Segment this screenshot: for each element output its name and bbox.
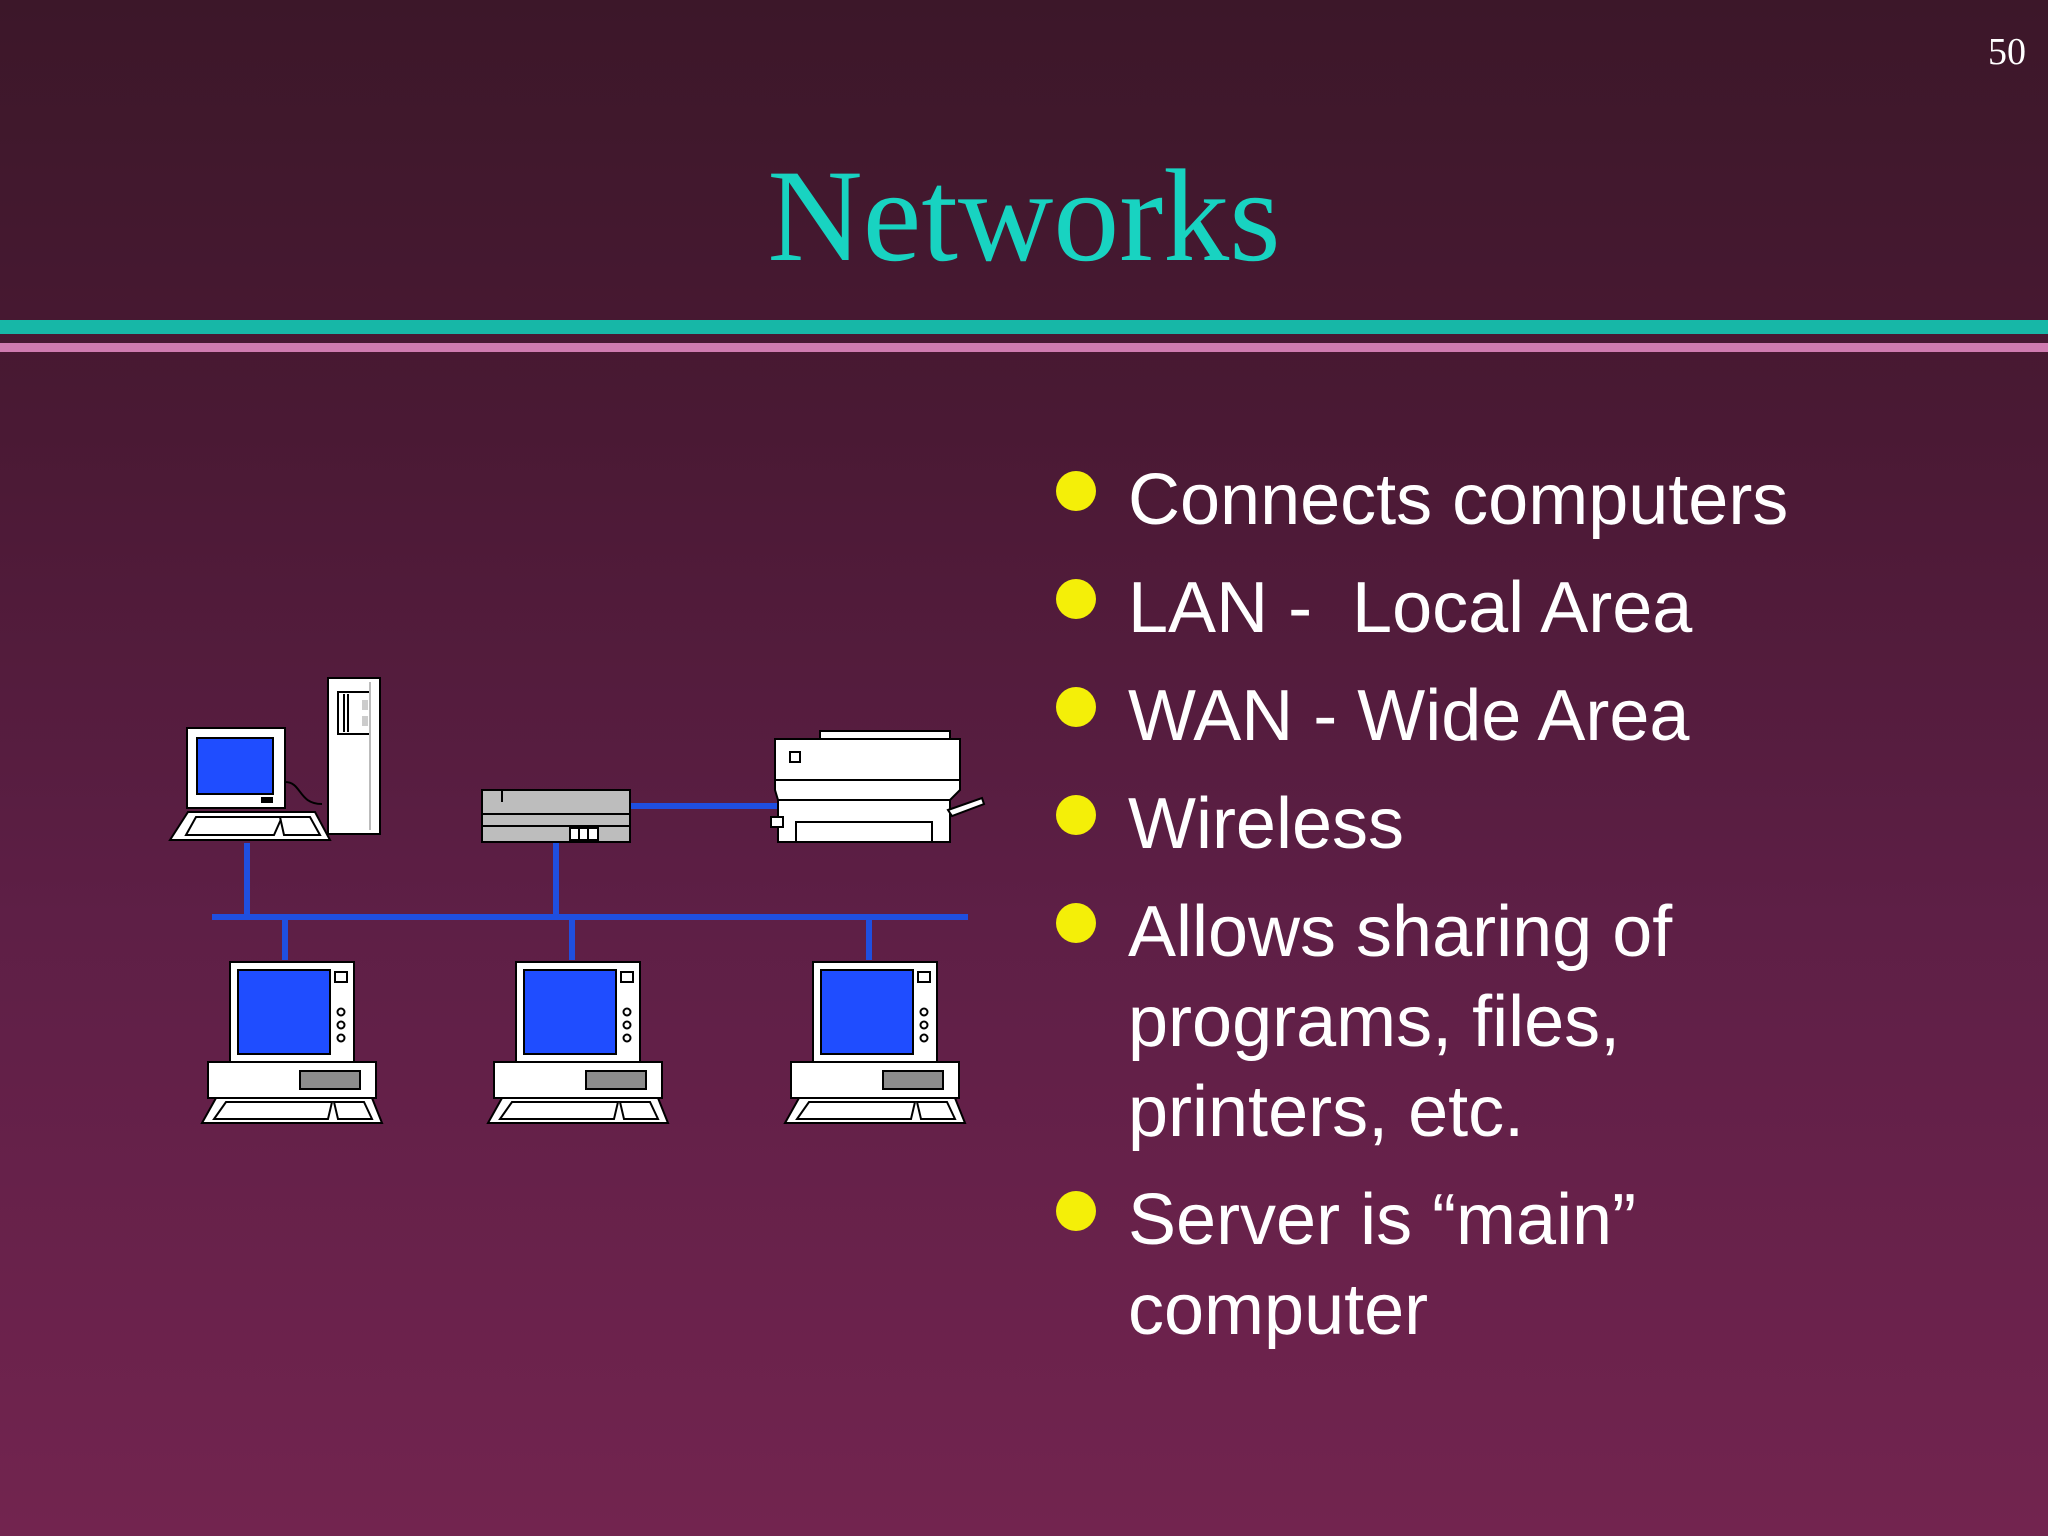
workstation-icon — [200, 961, 384, 1124]
bullet-text: computer — [1128, 1270, 1429, 1350]
network-diagram — [168, 677, 986, 1124]
slide-title: Networks — [767, 142, 1281, 289]
bullet-text: Server is “main” — [1128, 1180, 1637, 1260]
title-rule-teal — [0, 320, 2048, 334]
bullet-dot-icon — [1056, 687, 1096, 727]
bullet-item: Wireless — [1052, 779, 2012, 869]
bullet-item: Connects computers — [1052, 455, 2012, 545]
network-cables — [212, 803, 968, 960]
desktop-computer-icon — [168, 727, 332, 841]
bullet-dot-icon — [1056, 1191, 1096, 1231]
bullet-text: programs, files, — [1128, 982, 1621, 1062]
network-hub-icon — [481, 789, 631, 843]
title-rule-pink — [0, 343, 2048, 352]
bullet-item: Server is “main” computer — [1052, 1175, 2012, 1355]
bullet-dot-icon — [1056, 795, 1096, 835]
bullet-text: Allows sharing of — [1128, 892, 1673, 972]
workstation-icon — [783, 961, 967, 1124]
slide-number: 50 — [1988, 31, 2026, 73]
bullet-dot-icon — [1056, 471, 1096, 511]
bullet-dot-icon — [1056, 579, 1096, 619]
bullet-dot-icon — [1056, 903, 1096, 943]
printer-icon — [770, 730, 986, 843]
tower-server-icon — [327, 677, 381, 835]
bullet-text: Connects computers — [1128, 460, 1789, 540]
bullet-item: WAN - Wide Area — [1052, 671, 2012, 761]
bullet-text: LAN - Local Area — [1128, 568, 1693, 648]
bullet-text: Wireless — [1128, 784, 1405, 864]
bullet-item: LAN - Local Area — [1052, 563, 2012, 653]
workstation-icon — [486, 961, 670, 1124]
bullet-text: printers, etc. — [1128, 1072, 1525, 1152]
bullet-text: WAN - Wide Area — [1128, 676, 1690, 756]
bullet-item: Allows sharing of programs, files, printer… — [1052, 887, 2012, 1157]
